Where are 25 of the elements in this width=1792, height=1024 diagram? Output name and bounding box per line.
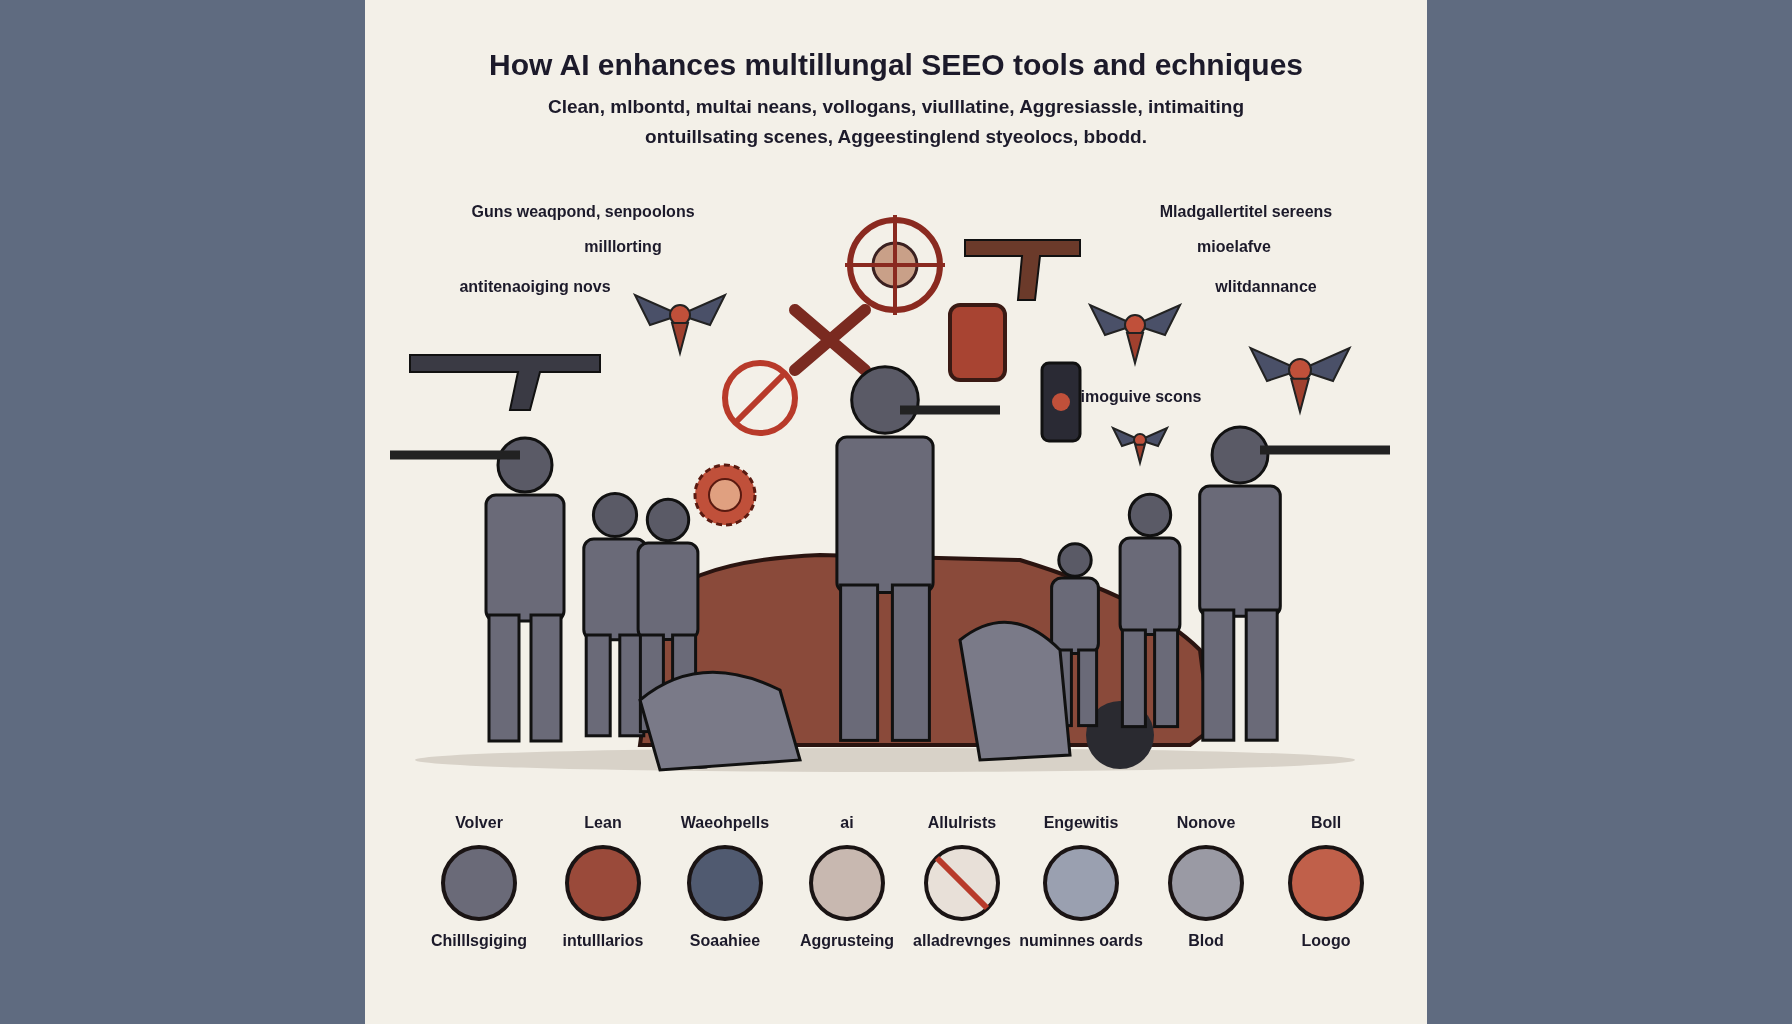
label-text: wlitdannance (1215, 278, 1317, 296)
icon-caption: Lean (584, 814, 622, 832)
icon-caption: Loogo (1301, 932, 1351, 950)
icon-caption: intulllarios (562, 932, 644, 950)
label-text: imoguive scons (1080, 388, 1202, 406)
icon-caption: Blod (1188, 932, 1224, 950)
icon-caption: Volver (455, 814, 503, 832)
icon-caption: Aggrusteing (799, 932, 895, 950)
icon-caption: Chilllsgiging (431, 932, 527, 950)
icon-caption: Waeohpells (680, 814, 770, 832)
label-text: milllorting (584, 238, 662, 256)
icon-caption: Boll (1310, 814, 1342, 832)
icon-caption: Soaahiee (689, 932, 761, 950)
label-text: Mladgallertitel sereens (1159, 203, 1333, 221)
icon-caption: ai (840, 814, 854, 832)
heading: How AI enhances multillungal SEEO tools and echniques (489, 48, 1303, 82)
label-text: mioelafve (1197, 238, 1271, 256)
icon-caption: Allulrists (927, 814, 997, 832)
icon-caption: alladrevnges (913, 932, 1011, 950)
subheading: Clean, mlbontd, multai neans, vollogans, viulllatine, Aggresiassle, intimaiting ontuillsating scenes, Aggeestinglend styeolocs, bbodd. (546, 95, 1246, 149)
label-text: Guns weaqpond, senpoolons (471, 203, 695, 221)
icon-caption: Nonove (1176, 814, 1236, 832)
icon-caption: numinnes oards (1019, 932, 1143, 950)
icon-caption: Engewitis (1043, 814, 1119, 832)
label-text: antitenaoiging novs (459, 278, 611, 296)
